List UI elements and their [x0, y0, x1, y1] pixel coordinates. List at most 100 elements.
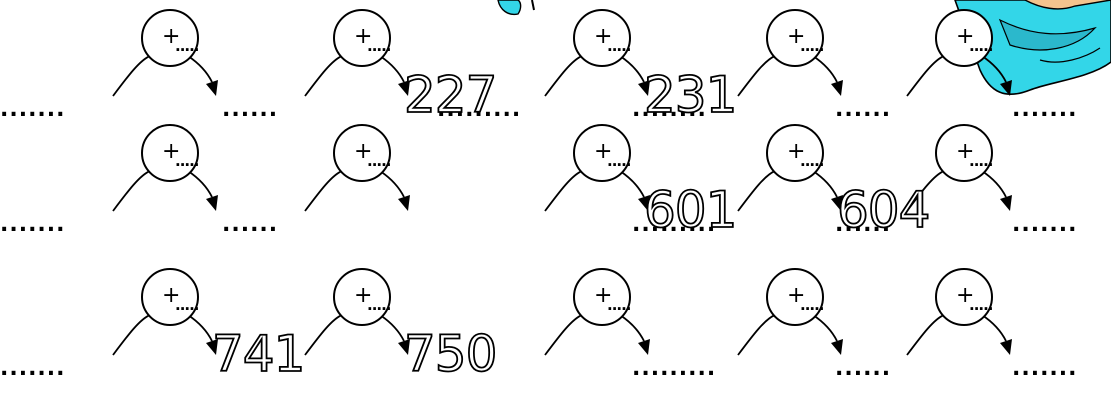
operator-circle	[766, 124, 824, 182]
left-branch-line	[737, 55, 776, 97]
answer-blank[interactable]: .......	[0, 212, 66, 237]
operator-circle	[935, 9, 993, 67]
right-branch-line	[187, 314, 213, 342]
operator-circle	[573, 268, 631, 326]
operator-circle	[141, 268, 199, 326]
left-branch-line	[906, 314, 945, 356]
operand-blank[interactable]: .....	[175, 37, 200, 55]
cartoon-illustration-icon	[954, 0, 1111, 95]
operator-circle	[935, 268, 993, 326]
answer-number: 741	[212, 325, 304, 383]
answer-blank[interactable]: .........	[632, 212, 716, 237]
plus-operator: +	[594, 139, 612, 164]
operand-blank[interactable]: .....	[367, 37, 392, 55]
operand-blank[interactable]: .....	[969, 152, 994, 170]
operator-node: +.....	[544, 268, 650, 356]
operator-node: +.....	[304, 268, 410, 356]
answer-blank[interactable]: .......	[0, 97, 66, 122]
answer-number: 227	[404, 66, 496, 124]
plus-operator: +	[956, 283, 974, 308]
arrow-head-icon	[206, 339, 218, 355]
left-branch-line	[906, 55, 945, 97]
operand-blank[interactable]: .....	[367, 296, 392, 314]
answer-blank[interactable]: .......	[0, 356, 66, 381]
arrow-head-icon	[638, 339, 650, 355]
answer-blank[interactable]: ........	[632, 97, 707, 122]
operator-circle	[935, 124, 993, 182]
answer-blank[interactable]: .......	[1012, 356, 1078, 381]
right-branch-line	[812, 314, 838, 342]
operand-blank[interactable]: .....	[800, 152, 825, 170]
operand-blank[interactable]: .....	[175, 296, 200, 314]
answer-blank[interactable]: ......	[835, 97, 891, 122]
top-decoration-icon	[497, 0, 535, 16]
answer-blank[interactable]: ......	[222, 212, 278, 237]
answer-blank[interactable]: ......	[835, 356, 891, 381]
right-branch-line	[187, 170, 213, 198]
operator-node: +.....	[737, 124, 843, 212]
operand-blank[interactable]: .....	[607, 152, 632, 170]
right-branch-line	[812, 55, 838, 83]
operand-blank[interactable]: .....	[800, 37, 825, 55]
left-branch-line	[737, 314, 776, 356]
left-branch-line	[112, 314, 151, 356]
operator-circle	[141, 9, 199, 67]
right-branch-line	[619, 55, 645, 83]
exercise-row: ........................................…	[0, 9, 1078, 125]
arrow-head-icon	[398, 339, 410, 355]
left-branch-line	[112, 55, 151, 97]
answer-blank[interactable]: .......	[1012, 97, 1078, 122]
exercise-row: ...................................+....…	[0, 124, 1078, 240]
right-branch-line	[379, 314, 405, 342]
operator-circle	[573, 9, 631, 67]
operator-node: +.....	[737, 268, 843, 356]
plus-operator: +	[594, 24, 612, 49]
operand-blank[interactable]: .....	[367, 152, 392, 170]
plus-operator: +	[354, 24, 372, 49]
left-branch-line	[112, 170, 151, 212]
operator-node: +.....	[906, 9, 1012, 97]
answer-number: 601	[644, 181, 736, 239]
right-branch-line	[619, 170, 645, 198]
operator-circle	[141, 124, 199, 182]
answer-blank[interactable]: ......	[222, 97, 278, 122]
operator-circle	[766, 9, 824, 67]
answer-number: 750	[404, 325, 496, 383]
operand-blank[interactable]: .....	[607, 296, 632, 314]
right-branch-line	[981, 170, 1007, 198]
right-branch-line	[619, 314, 645, 342]
operator-node: +.....	[112, 9, 218, 97]
answer-blank[interactable]: .........	[632, 356, 716, 381]
operator-node: +.....	[544, 9, 650, 97]
operand-blank[interactable]: .....	[175, 152, 200, 170]
right-branch-line	[812, 170, 838, 198]
arrow-head-icon	[1000, 339, 1012, 355]
operator-circle	[333, 9, 391, 67]
plus-operator: +	[354, 139, 372, 164]
operand-blank[interactable]: .....	[607, 37, 632, 55]
left-branch-line	[304, 170, 343, 212]
operand-blank[interactable]: .....	[800, 296, 825, 314]
left-branch-line	[544, 55, 583, 97]
right-branch-line	[981, 314, 1007, 342]
answer-number: 604	[837, 181, 929, 239]
plus-operator: +	[787, 139, 805, 164]
arrow-head-icon	[1000, 80, 1012, 96]
answer-blank[interactable]: ......	[835, 212, 891, 237]
operand-blank[interactable]: .....	[969, 296, 994, 314]
plus-operator: +	[787, 283, 805, 308]
operator-node: +.....	[906, 124, 1012, 212]
operand-blank[interactable]: .....	[969, 37, 994, 55]
left-branch-line	[544, 314, 583, 356]
arrow-head-icon	[206, 195, 218, 211]
exercise-rows: ........................................…	[0, 9, 1078, 384]
plus-operator: +	[162, 283, 180, 308]
arrow-head-icon	[1000, 195, 1012, 211]
operator-node: +.....	[544, 124, 650, 212]
exercise-row: .............................+.....+....…	[0, 268, 1078, 384]
operator-node: +.....	[304, 9, 410, 97]
left-branch-line	[906, 170, 945, 212]
answer-blank[interactable]: .........	[437, 97, 521, 122]
answer-blank[interactable]: .......	[1012, 212, 1078, 237]
